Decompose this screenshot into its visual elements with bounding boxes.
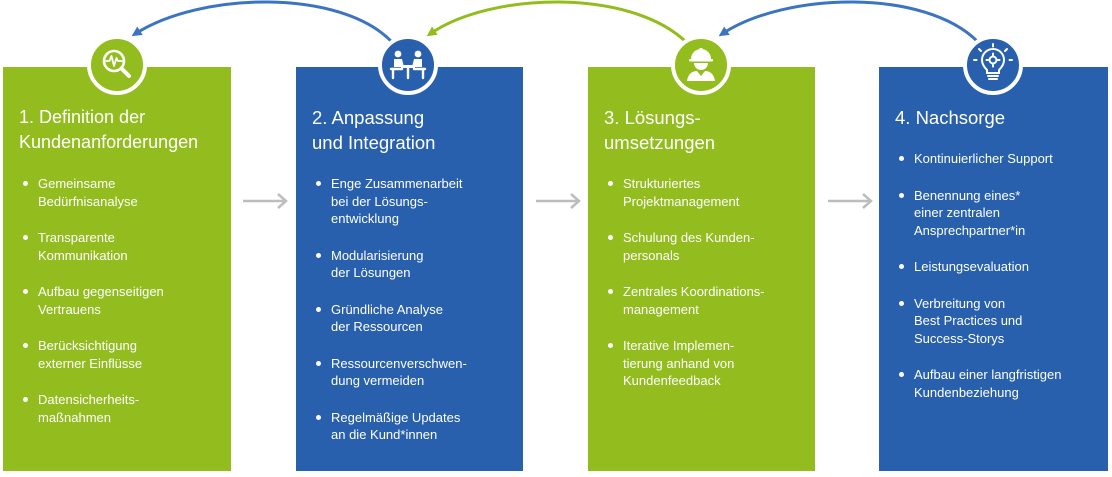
bullet-list: Strukturiertes Projektmanagement Schulun… (604, 175, 801, 390)
list-item: Schulung des Kunden- personals (608, 229, 801, 264)
arrow-2-to-3 (536, 193, 581, 209)
panel-umsetzung: 3. Lösungs- umsetzungen Strukturiertes P… (588, 67, 815, 471)
panel-title: 3. Lösungs- umsetzungen (604, 107, 716, 153)
worker-helmet-icon (671, 35, 731, 95)
list-item: Iterative Implemen- tierung anhand von K… (608, 337, 801, 390)
list-item: Verbreitung von Best Practices und Succe… (899, 295, 1094, 348)
panel-title: 2. Anpassung und Integration (312, 107, 436, 153)
bullet-list: Gemeinsame Bedürfnisanalyse Transparente… (19, 175, 217, 426)
list-item: Aufbau einer langfristigen Kundenbeziehu… (899, 366, 1094, 401)
meeting-table-icon (378, 35, 438, 95)
list-item: Gemeinsame Bedürfnisanalyse (23, 175, 217, 210)
list-item: Zentrales Koordinations- management (608, 283, 801, 318)
arrow-3-to-4 (828, 193, 873, 209)
panel-title: 4. Nachsorge (895, 107, 1006, 128)
list-item: Modularisierung der Lösungen (316, 247, 509, 282)
panel-definition: 1. Definition der Kundenanforderungen Ge… (3, 67, 231, 471)
list-item: Berücksichtigung externer Einflüsse (23, 337, 217, 372)
list-item: Benennung eines* einer zentralen Ansprec… (899, 187, 1094, 240)
bullet-list: Enge Zusammenarbeit bei der Lösungs- ent… (312, 175, 509, 444)
list-item: Kontinuierlicher Support (899, 150, 1094, 168)
list-item: Aufbau gegenseitigen Vertrauens (23, 283, 217, 318)
arrow-1-to-2 (243, 193, 288, 209)
curved-arrow-3-to-2 (426, 0, 688, 44)
lightbulb-gear-icon (963, 35, 1023, 95)
list-item: Enge Zusammenarbeit bei der Lösungs- ent… (316, 175, 509, 228)
list-item: Gründliche Analyse der Ressourcen (316, 301, 509, 336)
list-item: Leistungsevaluation (899, 258, 1094, 276)
list-item: Ressourcenverschwen- dung vermeiden (316, 355, 509, 390)
panel-title: 1. Definition der Kundenanforderungen (19, 107, 199, 152)
list-item: Transparente Kommunikation (23, 229, 217, 264)
list-item: Regelmäßige Updates an die Kund*innen (316, 409, 509, 444)
magnifier-pulse-icon (87, 35, 147, 95)
curved-arrow-2-to-1 (131, 0, 394, 44)
curved-arrow-4-to-3 (718, 0, 980, 44)
bullet-list: Kontinuierlicher Support Benennung eines… (895, 150, 1094, 401)
list-item: Datensicherheits- maßnahmen (23, 391, 217, 426)
list-item: Strukturiertes Projektmanagement (608, 175, 801, 210)
panel-nachsorge: 4. Nachsorge Kontinuierlicher Support Be… (879, 67, 1108, 471)
panel-anpassung: 2. Anpassung und Integration Enge Zusamm… (296, 67, 523, 471)
